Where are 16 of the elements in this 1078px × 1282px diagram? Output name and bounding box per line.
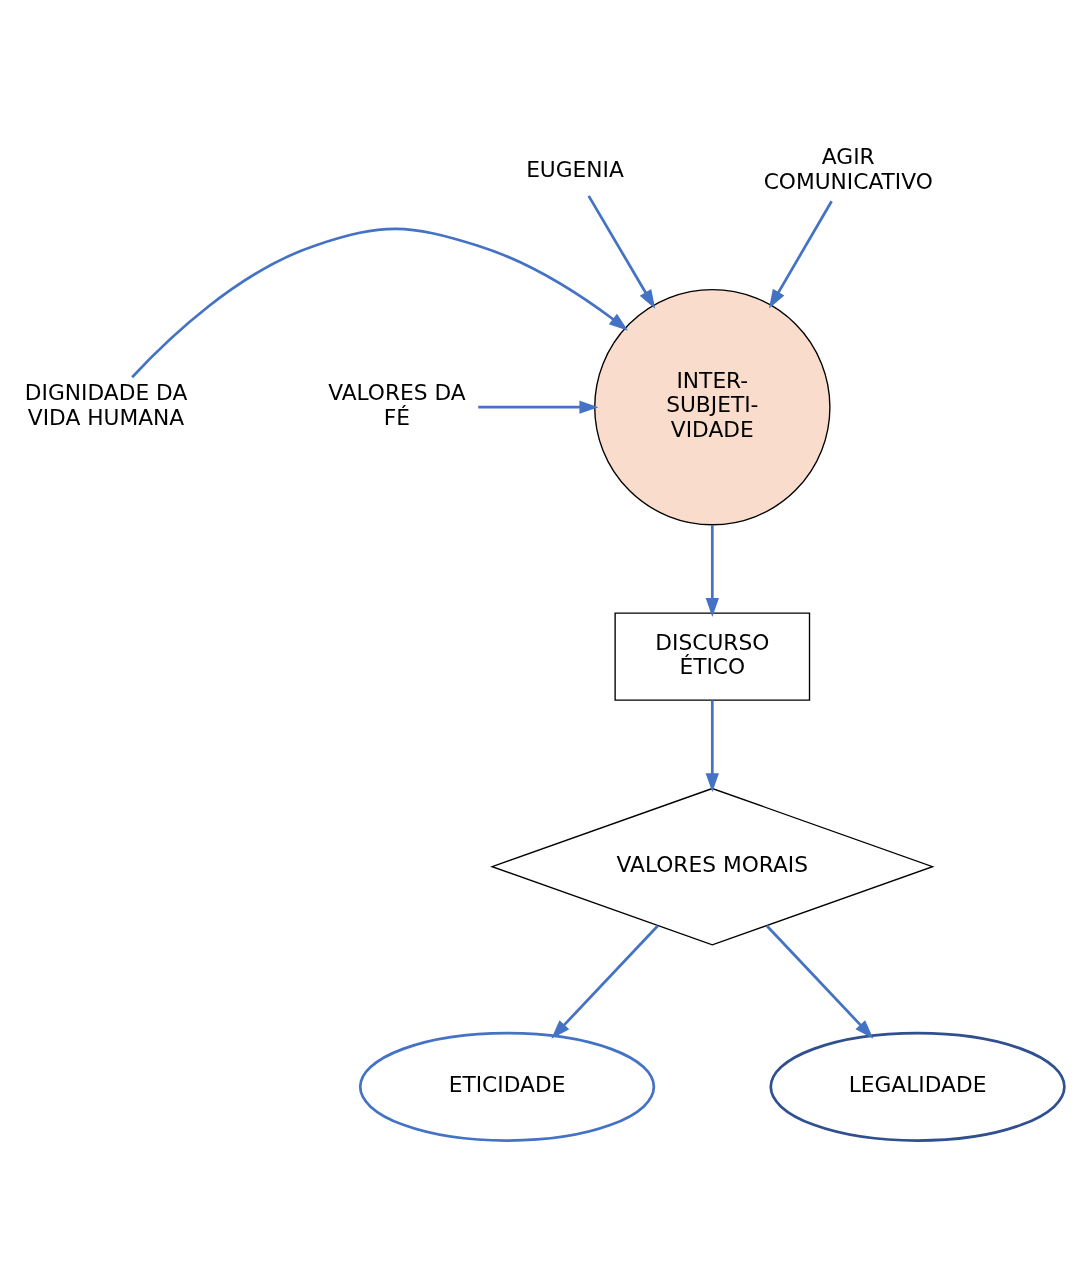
arrow xyxy=(705,525,719,618)
arrow xyxy=(131,227,629,379)
node-text: DIGNIDADE DA VIDA HUMANA xyxy=(24,380,188,430)
arrow xyxy=(551,924,659,1039)
node-text: EUGENIA xyxy=(526,156,624,182)
arrow xyxy=(587,195,656,309)
node-ellipse: ETICIDADE xyxy=(358,1031,656,1142)
node-text: AGIR COMUNICATIVO xyxy=(763,144,933,194)
arrow xyxy=(478,400,599,414)
node-ellipse: LEGALIDADE xyxy=(769,1031,1066,1142)
node-diamond: VALORES MORAIS xyxy=(490,787,935,946)
node-box: DISCURSO ÉTICO xyxy=(614,612,811,701)
arrow xyxy=(769,200,833,309)
arrow xyxy=(765,924,874,1039)
node-text: VALORES DA FÉ xyxy=(328,380,466,430)
arrow xyxy=(705,700,719,793)
